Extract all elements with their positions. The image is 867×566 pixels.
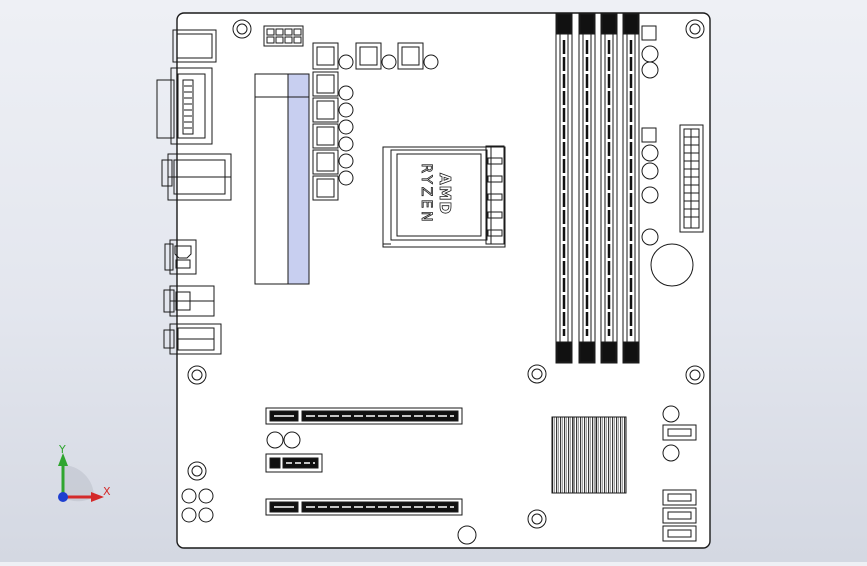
dimm-slot-4 (622, 12, 640, 364)
sata-ports (662, 405, 697, 542)
triad-arc (62, 465, 94, 502)
pcie-x16-slot-1 (265, 407, 463, 425)
dimm-slot-3 (600, 12, 618, 364)
io-usb3-port (163, 285, 215, 317)
cpu-brand-text: AMD (436, 173, 454, 215)
pcie-capacitors (266, 431, 301, 449)
x-axis-arrow-icon (91, 492, 104, 502)
dimm-slot-2 (578, 12, 596, 364)
pcie-x16-slot-2 (265, 498, 463, 516)
y-axis-arrow-icon (58, 453, 68, 466)
vrm-heatsink (254, 73, 310, 285)
dimm-capacitors (641, 25, 659, 246)
cpu-power-connector (263, 25, 304, 47)
y-axis-label: Y (58, 443, 66, 456)
chipset-heatsink (551, 416, 627, 494)
cmos-battery (650, 243, 694, 287)
origin-icon (58, 492, 68, 502)
pcie-x1-slot (265, 453, 323, 473)
io-vga-port (156, 67, 213, 145)
io-audio-port (163, 323, 222, 355)
audio-capacitors (181, 488, 214, 523)
mounting-holes (187, 19, 705, 529)
bottom-capacitor (457, 525, 477, 545)
io-ps2-port (172, 29, 217, 63)
coordinate-triad: Y X (58, 443, 111, 502)
cpu-brand-label: AMD RYZEN (418, 163, 455, 225)
atx-power-connector (679, 124, 704, 233)
io-hdmi-port (164, 239, 197, 275)
io-lan-usb-port (161, 153, 232, 201)
cpu-socket-am4 (382, 145, 506, 248)
dimm-slot-1 (555, 12, 573, 364)
x-axis-label: X (103, 485, 111, 498)
vrm-chokes (312, 42, 439, 201)
cpu-line-text: RYZEN (418, 163, 434, 224)
